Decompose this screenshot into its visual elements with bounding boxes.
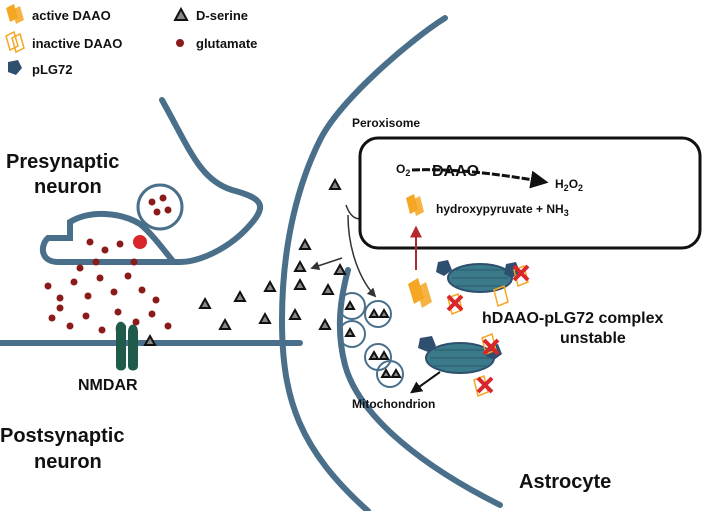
plg72-icon	[8, 60, 22, 75]
o2-label: O2	[396, 162, 410, 178]
astrocyte-label: Astrocyte	[519, 471, 611, 493]
mitochondrion-label: Mitochondrion	[352, 397, 435, 411]
glutamate-cloud	[44, 238, 172, 334]
plg72-upper-1	[436, 260, 452, 276]
nh3-sub: 3	[564, 208, 569, 218]
vesicle	[136, 183, 184, 231]
complex-label-2: unstable	[560, 330, 626, 347]
o2-main: O	[396, 162, 405, 176]
active-daao-cytosol	[408, 278, 432, 308]
legend: active DAAO inactive DAAO pLG72 D-serine…	[5, 4, 257, 77]
mito-arrow	[410, 371, 441, 394]
h2o2-sub2: 2	[578, 183, 583, 193]
legend-plg72: pLG72	[32, 62, 72, 77]
legend-d-serine: D-serine	[196, 8, 248, 23]
reaction-arrow	[411, 168, 549, 189]
postsynaptic-label-1: Postsynaptic	[0, 425, 124, 447]
glutamate-icon	[176, 39, 184, 47]
presynaptic-membrane	[39, 97, 263, 266]
d-serine-molecules	[143, 177, 403, 346]
o2-sub: 2	[405, 168, 410, 178]
peroxisome-body	[358, 136, 702, 250]
legend-inactive-daao: inactive DAAO	[32, 36, 122, 51]
plg72-lower-1	[418, 336, 436, 352]
daao-label: DAAO	[432, 163, 479, 180]
hydroxypyruvate-text: hydroxypyruvate + NH	[436, 202, 564, 216]
complex-lower	[418, 332, 502, 398]
d-serine-icon	[173, 6, 189, 21]
vesicle-glutamate	[148, 194, 172, 216]
cross-upper	[446, 264, 530, 312]
astrocyte-vesicles	[338, 292, 404, 388]
complex-upper	[436, 260, 530, 316]
postsynaptic-label-2: neuron	[34, 451, 102, 473]
hydroxypyruvate-label: hydroxypyruvate + NH3	[436, 202, 569, 218]
astrocyte-membrane-lower	[336, 267, 503, 508]
presynaptic-label-1: Presynaptic	[6, 151, 119, 173]
legend-glutamate: glutamate	[196, 36, 257, 51]
h2o2-sub1: 2	[564, 183, 569, 193]
nmdar-receptor	[115, 321, 138, 371]
complex-label-1: hDAAO-pLG72 complex	[482, 310, 663, 327]
inactive-daao-icon	[5, 30, 25, 54]
peroxisome-label: Peroxisome	[352, 116, 420, 130]
astrocyte-membrane-left	[278, 15, 448, 514]
membranes	[0, 15, 503, 514]
nmdar-label: NMDAR	[78, 377, 138, 394]
fusion-site	[133, 235, 147, 249]
active-daao-icon	[6, 4, 24, 24]
legend-active-daao: active DAAO	[32, 8, 111, 23]
cross-lower	[476, 338, 500, 394]
h2o2-o: O	[569, 177, 578, 191]
active-daao-peroxisome	[406, 194, 424, 216]
presynaptic-label-2: neuron	[34, 176, 102, 198]
h2o2-h: H	[555, 177, 564, 191]
h2o2-label: H2O2	[555, 177, 583, 193]
